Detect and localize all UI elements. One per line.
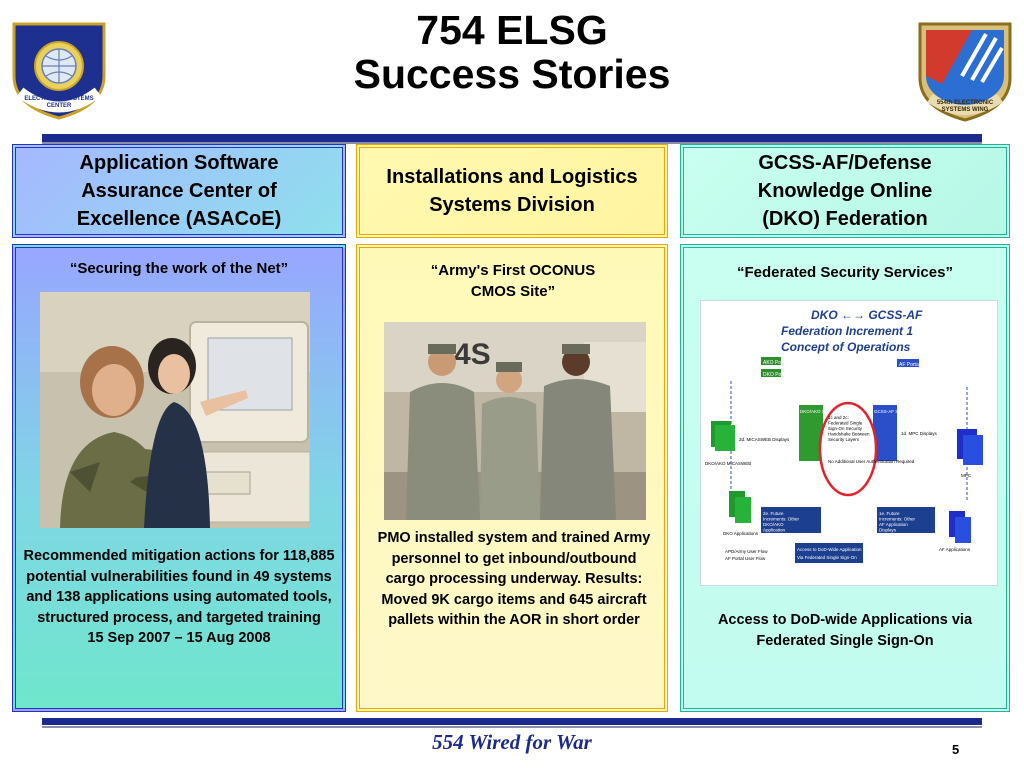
left-emblem-text: ELECTRONIC SYSTEMS CENTER	[24, 96, 94, 109]
column-1-date: 15 Sep 2007 – 15 Aug 2008	[87, 630, 271, 646]
svg-text:AF Portal User Flow: AF Portal User Flow	[725, 556, 766, 561]
column-1-photo	[40, 292, 310, 528]
svg-text:AKO Portal: AKO Portal	[763, 360, 788, 366]
svg-text:GCSS-AF Security Service: GCSS-AF Security Service	[874, 409, 928, 414]
top-divider	[42, 134, 982, 144]
column-3-header: GCSS-AF/Defense Knowledge Online (DKO) F…	[680, 144, 1010, 238]
svg-text:AF Portal: AF Portal	[899, 362, 920, 368]
svg-text:4S: 4S	[454, 338, 491, 371]
svg-text:Federation Increment 1: Federation Increment 1	[781, 324, 913, 338]
svg-text:No Additional User Authenticat: No Additional User Authentication Requir…	[828, 459, 915, 464]
right-emblem: 554th ELECTRONIC SYSTEMS WING	[912, 18, 1018, 124]
column-2-subtitle: “Army's First OCONUS CMOS Site”	[430, 262, 596, 300]
column-2-body: PMO installed system and trained Army pe…	[377, 530, 651, 628]
svg-text:Access to DoD-Wide Application: Access to DoD-Wide Application	[797, 547, 862, 552]
svg-text:Via Federated Single Sign-On: Via Federated Single Sign-On	[797, 555, 857, 560]
column-3-subtitle: “Federated Security Services”	[737, 264, 953, 281]
footer-tagline: 554 Wired for War	[432, 730, 592, 754]
page-title-line2: Success Stories	[353, 51, 671, 97]
svg-text:APD/Army User Flow: APD/Army User Flow	[725, 549, 768, 554]
column-3-header-text: GCSS-AF/Defense Knowledge Online (DKO) F…	[757, 152, 933, 230]
column-1-body-text: Recommended mitigation actions for 118,8…	[23, 548, 335, 626]
svg-text:DKO Applications: DKO Applications	[723, 531, 759, 536]
photo-three-soldiers-icon: 4S	[384, 322, 646, 520]
column-1-subtitle: “Securing the work of the Net”	[69, 260, 289, 277]
column-2-photo: 4S	[384, 322, 646, 520]
svg-text:DKO/AKO MICASWEB: DKO/AKO MICASWEB	[705, 461, 751, 466]
electronic-systems-center-emblem-icon	[12, 22, 106, 120]
svg-text:DKO Portal: DKO Portal	[763, 372, 788, 378]
column-1-body: Recommended mitigation actions for 118,8…	[22, 546, 336, 649]
photo-women-at-computer-icon	[40, 292, 310, 528]
bottom-divider	[42, 718, 982, 728]
svg-text:DKO ←→ GCSS-AF: DKO ←→ GCSS-AF	[811, 308, 923, 322]
svg-text:Concept of Operations: Concept of Operations	[781, 340, 911, 354]
svg-text:1d. MPC Displays: 1d. MPC Displays	[901, 431, 938, 436]
column-3-diagram: DKO ←→ GCSS-AF Federation Increment 1 Co…	[700, 300, 998, 586]
svg-text:AF Applications: AF Applications	[939, 547, 971, 552]
column-3-body: Access to DoD-wide Applications via Fede…	[717, 612, 973, 649]
right-emblem-text: 554th ELECTRONIC SYSTEMS WING	[936, 100, 994, 113]
page-title: 754 ELSG Success Stories	[200, 8, 824, 96]
page-number: 5	[952, 742, 960, 757]
column-2-header-text: Installations and Logistics Systems Divi…	[386, 166, 638, 216]
svg-text:MPC: MPC	[961, 473, 972, 478]
page-title-line1: 754 ELSG	[416, 7, 608, 53]
left-emblem: ELECTRONIC SYSTEMS CENTER	[6, 18, 112, 122]
column-1-header: Application Software Assurance Center of…	[12, 144, 346, 238]
svg-text:2d. MICASWEB Displays: 2d. MICASWEB Displays	[739, 437, 790, 442]
column-1-header-text: Application Software Assurance Center of…	[76, 152, 282, 230]
diagram-dko-gcss-federation-icon: DKO ←→ GCSS-AF Federation Increment 1 Co…	[705, 308, 983, 563]
svg-text:DKO/AKO Security Service: DKO/AKO Security Service	[800, 409, 855, 414]
554th-electronic-systems-wing-emblem-icon	[918, 22, 1012, 122]
column-2-header: Installations and Logistics Systems Divi…	[356, 144, 668, 238]
